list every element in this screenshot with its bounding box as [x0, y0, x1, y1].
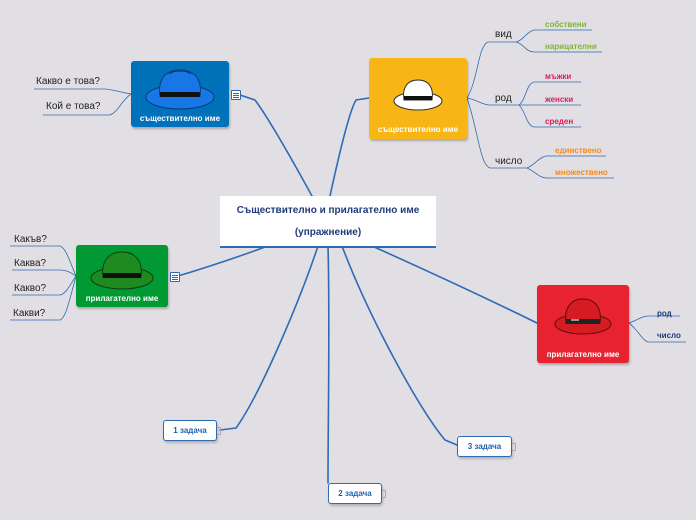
note-icon[interactable] [231, 90, 241, 100]
task-2[interactable]: 2 задача [328, 483, 382, 504]
central-topic-title: Съществително и прилагателно име [236, 205, 420, 216]
noun-prop-vid[interactable]: вид [495, 29, 512, 40]
rod-item-1[interactable]: мъжки [545, 72, 572, 81]
task-1[interactable]: 1 задача [163, 420, 217, 441]
line-center-to-adj-green [177, 245, 269, 277]
note-icon[interactable] [170, 272, 180, 282]
chislo-item-1[interactable]: единствено [555, 146, 602, 155]
rod-item-3[interactable]: среден [545, 117, 574, 126]
line-center-to-task1 [219, 245, 319, 431]
question-adj-2[interactable]: Каква? [14, 258, 47, 269]
hat-icon [90, 251, 154, 290]
noun-node-yellow-caption: съществително име [377, 125, 459, 134]
central-topic[interactable]: Съществително и прилагателно име (упражн… [220, 196, 436, 248]
hat-icon [145, 69, 215, 110]
noun-node-blue-caption: съществително име [139, 114, 221, 123]
question-adj-1[interactable]: Какъв? [14, 234, 47, 245]
adj-prop-2[interactable]: число [657, 331, 681, 340]
adj-node-green-caption: прилагателно име [85, 294, 159, 303]
line-center-to-adj-red [371, 245, 538, 324]
vid-item-2[interactable]: нарицателни [545, 42, 597, 51]
collapse-toggle[interactable] [217, 427, 221, 435]
adj-node-red-caption: прилагателно име [546, 350, 620, 359]
chislo-item-2[interactable]: множествено [555, 168, 608, 177]
rod-item-2[interactable]: женски [545, 95, 574, 104]
question-noun-1[interactable]: Какво е това? [36, 76, 100, 87]
adj-node-green[interactable]: прилагателно име [76, 245, 168, 307]
collapse-toggle[interactable] [512, 443, 516, 451]
task-3[interactable]: 3 задача [457, 436, 512, 457]
question-adj-3[interactable]: Какво? [14, 283, 47, 294]
hat-icon [393, 79, 443, 111]
line-center-to-task2 [327, 245, 330, 484]
central-topic-subtitle: (упражнение) [294, 227, 362, 238]
line-center-to-noun-yellow [329, 97, 370, 197]
vid-item-1[interactable]: собствени [545, 20, 587, 29]
noun-node-blue[interactable]: съществително име [131, 61, 229, 127]
noun-prop-rod[interactable]: род [495, 93, 512, 104]
question-noun-2[interactable]: Кой е това? [46, 101, 101, 112]
noun-node-yellow[interactable]: съществително име [369, 58, 467, 139]
question-adj-4[interactable]: Какви? [13, 308, 46, 319]
adj-prop-1[interactable]: род [657, 309, 672, 318]
hat-icon [554, 298, 612, 335]
adj-node-red[interactable]: прилагателно име [537, 285, 629, 363]
line-center-to-noun-blue [239, 94, 313, 197]
line-center-to-task3 [341, 245, 458, 446]
collapse-toggle[interactable] [382, 490, 386, 498]
noun-prop-chislo[interactable]: число [495, 156, 523, 167]
